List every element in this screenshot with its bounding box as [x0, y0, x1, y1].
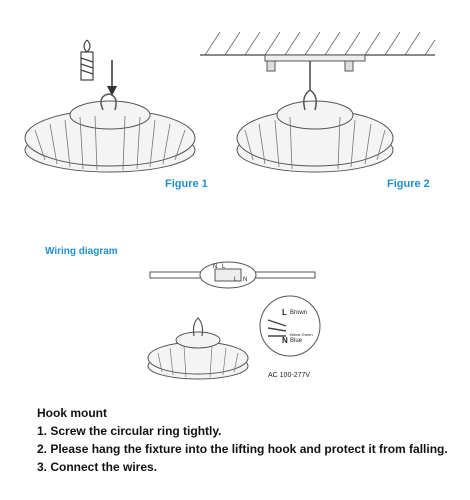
instruction-step: 1. Screw the circular ring tightly.	[37, 424, 222, 438]
figure-1-illustration	[15, 20, 215, 190]
voltage-label: AC 100-277V	[268, 372, 311, 379]
inset-label-l: L	[282, 308, 287, 317]
terminal-label-n-right: N	[243, 277, 248, 283]
inset-label-brown: Brown	[290, 310, 308, 316]
inset-label-n: N	[282, 336, 288, 345]
inset-label-blue: Blue	[290, 338, 303, 344]
figure-1-caption: Figure 1	[165, 178, 208, 190]
terminal-label-l-right: L	[234, 277, 238, 283]
instructions: Hook mount 1. Screw the circular ring ti…	[37, 406, 462, 476]
inset-label-yellow-green: Yellow Green	[289, 332, 313, 337]
instruction-step: 3. Connect the wires.	[37, 460, 158, 474]
instruction-step: 2. Please hang the fixture into the lift…	[37, 442, 448, 456]
instructions-heading: Hook mount	[37, 406, 107, 420]
terminal-label-l-left: L	[222, 264, 226, 270]
wiring-diagram-illustration	[140, 258, 330, 388]
figure-2-illustration	[195, 20, 440, 190]
terminal-label-n-left: N	[213, 264, 218, 270]
figure-2-caption: Figure 2	[387, 178, 430, 190]
wiring-diagram-title: Wiring diagram	[45, 246, 118, 257]
